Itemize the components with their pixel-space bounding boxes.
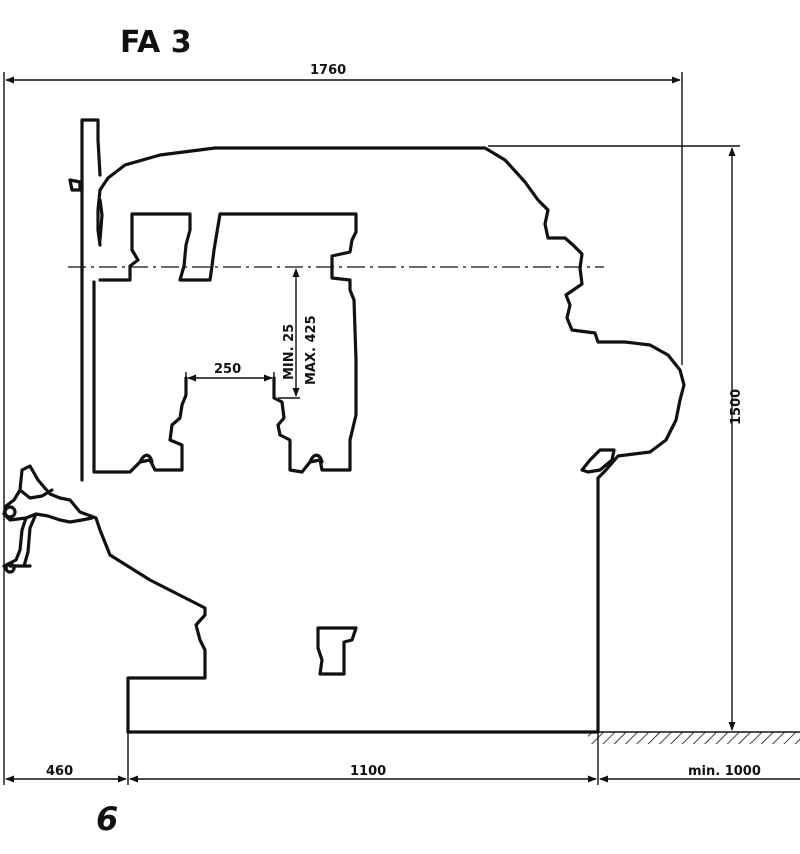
dimension-vertical-travel: MIN. 25 MAX. 425 xyxy=(278,268,319,399)
floor-hatching xyxy=(588,732,800,744)
machine-outline xyxy=(2,118,686,734)
drawing-title: FA 3 xyxy=(120,25,192,60)
dimension-label-460: 460 xyxy=(46,764,73,779)
dimension-label-max: MAX. 425 xyxy=(304,315,319,385)
dimension-label-1760: 1760 xyxy=(310,63,346,78)
page-number: 6 xyxy=(96,800,118,838)
dimension-overall-length: 1760 xyxy=(3,63,683,785)
dimension-label-1500: 1500 xyxy=(729,389,744,425)
dimension-label-min: MIN. 25 xyxy=(282,324,297,380)
dimension-overall-height: 1500 xyxy=(488,145,744,731)
dimension-table-width: 250 xyxy=(185,362,275,398)
dimension-label-rear: min. 1000 xyxy=(688,764,761,779)
dimension-label-250: 250 xyxy=(214,362,241,377)
dimension-label-1100: 1100 xyxy=(350,764,386,779)
dimension-bottom-chain: 460 1100 min. 1000 xyxy=(5,732,800,785)
